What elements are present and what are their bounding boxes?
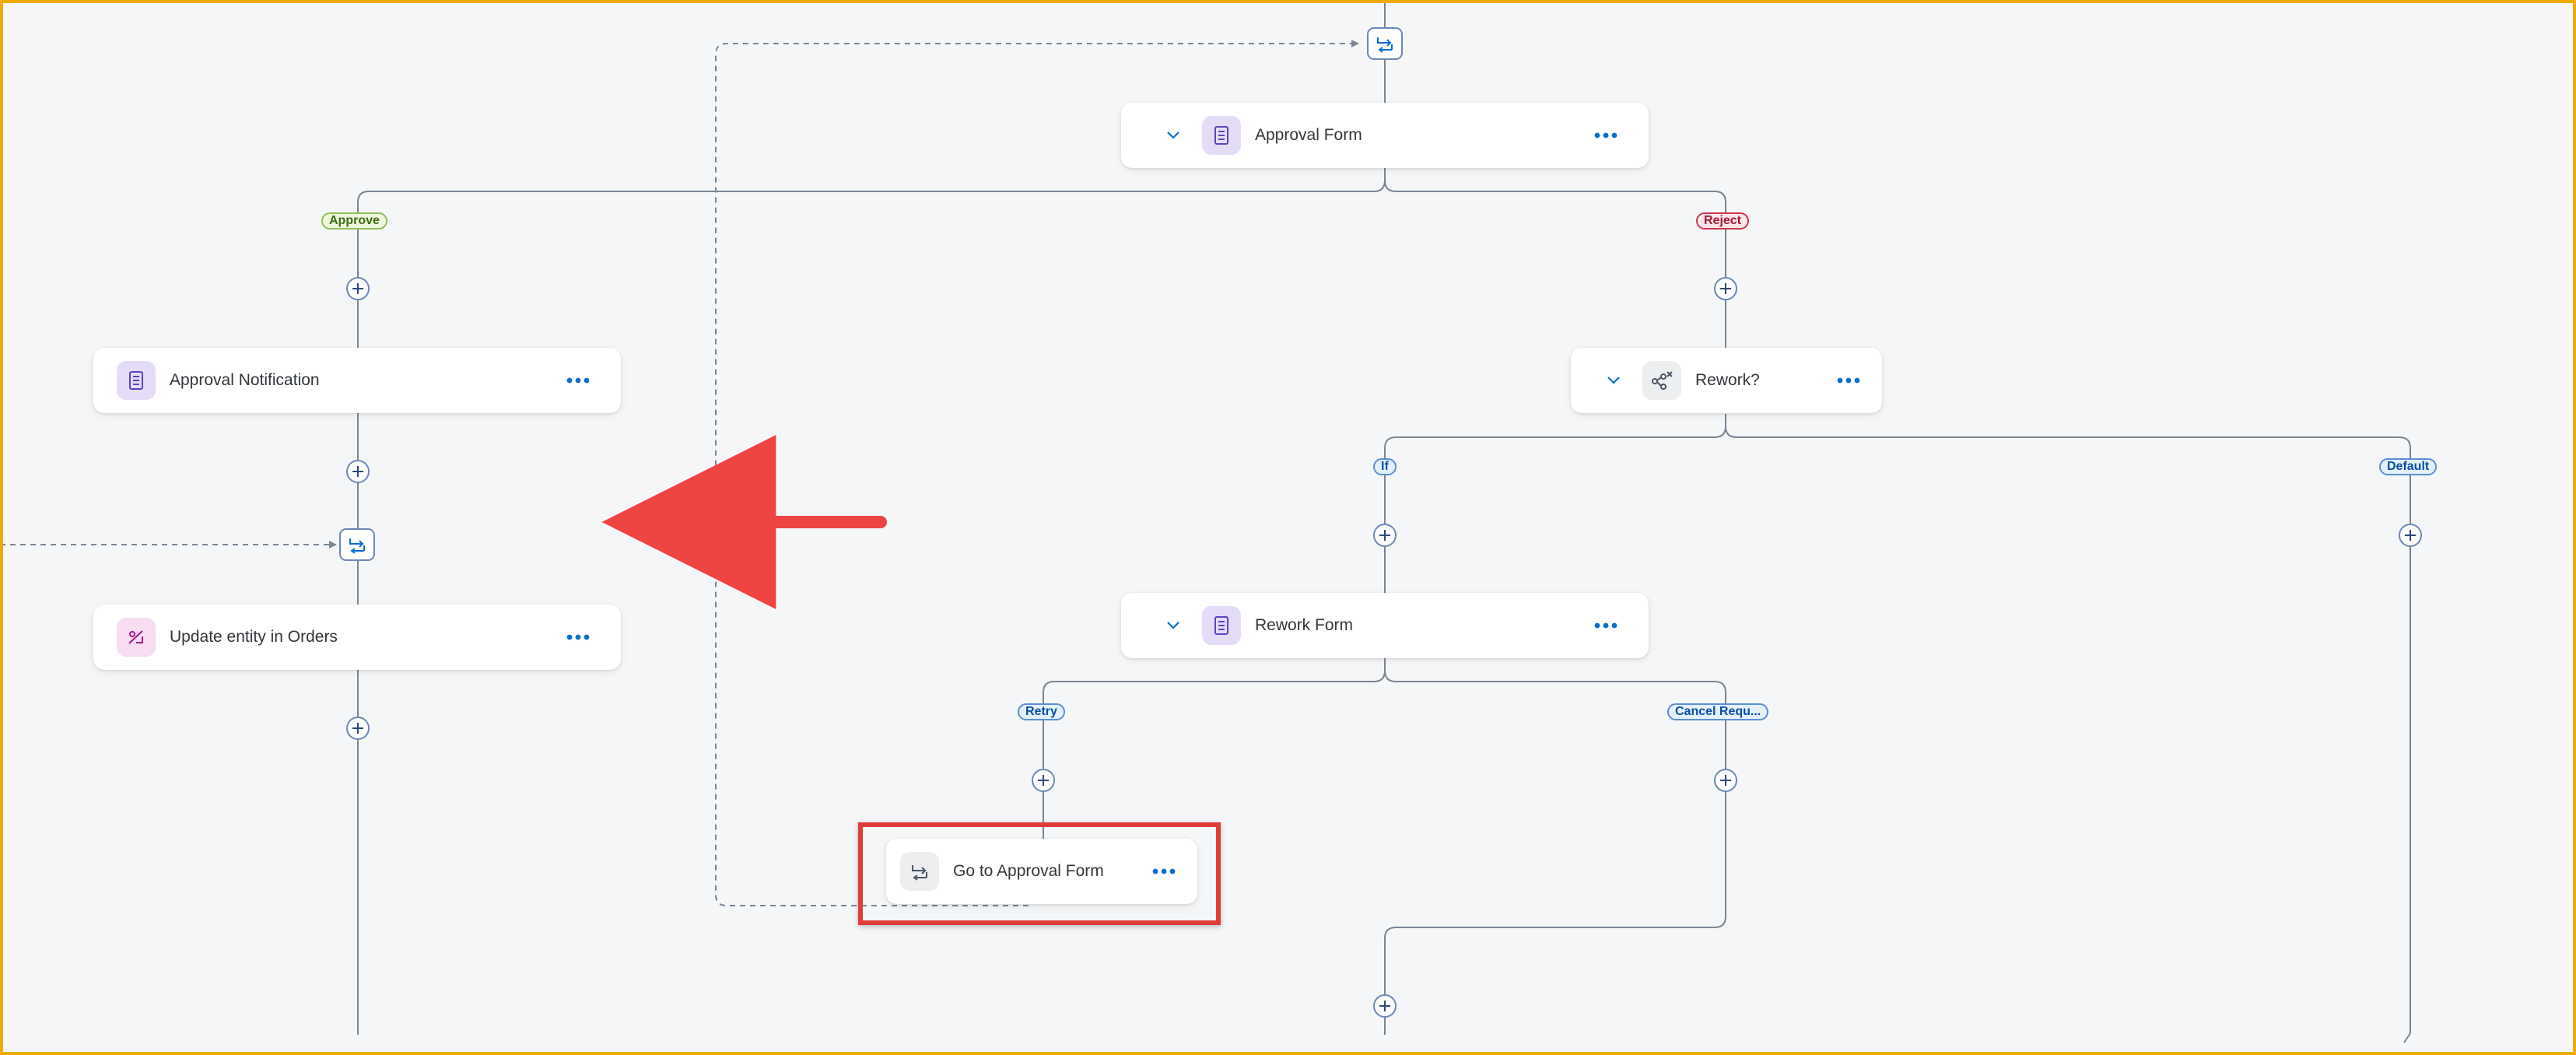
condition-icon	[1642, 361, 1681, 400]
goto-target-icon[interactable]	[1367, 27, 1403, 60]
form-icon	[117, 361, 156, 400]
approval-form-step[interactable]: Approval Form	[1121, 103, 1649, 168]
add-step-button[interactable]	[1032, 769, 1055, 792]
step-label: Rework?	[1695, 371, 1760, 389]
more-options-icon[interactable]	[1829, 365, 1868, 396]
chevron-down-icon[interactable]	[1600, 367, 1627, 394]
step-label: Update entity in Orders	[170, 628, 338, 646]
branch-label-cancel-request: Cancel Requ...	[1667, 703, 1769, 720]
goto-target-icon[interactable]	[339, 528, 375, 561]
more-options-icon[interactable]	[559, 365, 598, 396]
approval-notification-step[interactable]: Approval Notification	[93, 348, 621, 413]
step-label: Go to Approval Form	[953, 862, 1104, 880]
branch-label-retry: Retry	[1018, 703, 1065, 720]
branch-label-if: If	[1373, 458, 1397, 475]
rework-form-step[interactable]: Rework Form	[1121, 593, 1649, 658]
add-step-button[interactable]	[1373, 994, 1397, 1018]
branch-label-default: Default	[2379, 458, 2438, 475]
chevron-down-icon[interactable]	[1160, 122, 1186, 149]
add-step-button[interactable]	[346, 277, 370, 300]
add-step-button[interactable]	[2399, 524, 2422, 547]
step-label: Approval Notification	[170, 371, 320, 389]
more-options-icon[interactable]	[1586, 120, 1625, 151]
more-options-icon[interactable]	[1586, 610, 1625, 641]
branch-label-reject: Reject	[1696, 212, 1750, 230]
add-step-button[interactable]	[1714, 277, 1737, 300]
form-icon	[1202, 606, 1241, 645]
chevron-down-icon[interactable]	[1160, 612, 1186, 639]
add-step-button[interactable]	[1373, 524, 1397, 547]
rework-decision-step[interactable]: Rework?	[1571, 348, 1882, 413]
go-to-approval-form-step[interactable]: Go to Approval Form	[886, 839, 1197, 904]
more-options-icon[interactable]	[1144, 856, 1183, 887]
update-entity-step[interactable]: Update entity in Orders	[93, 605, 621, 670]
add-step-button[interactable]	[1714, 769, 1737, 792]
mapping-icon	[117, 618, 156, 657]
highlight-box	[858, 822, 1221, 925]
add-step-button[interactable]	[346, 717, 370, 740]
form-icon	[1202, 116, 1241, 155]
more-options-icon[interactable]	[559, 622, 598, 653]
step-label: Rework Form	[1255, 616, 1354, 634]
goto-icon	[900, 852, 939, 891]
branch-label-approve: Approve	[321, 212, 387, 230]
add-step-button[interactable]	[346, 460, 370, 483]
step-label: Approval Form	[1255, 126, 1362, 144]
